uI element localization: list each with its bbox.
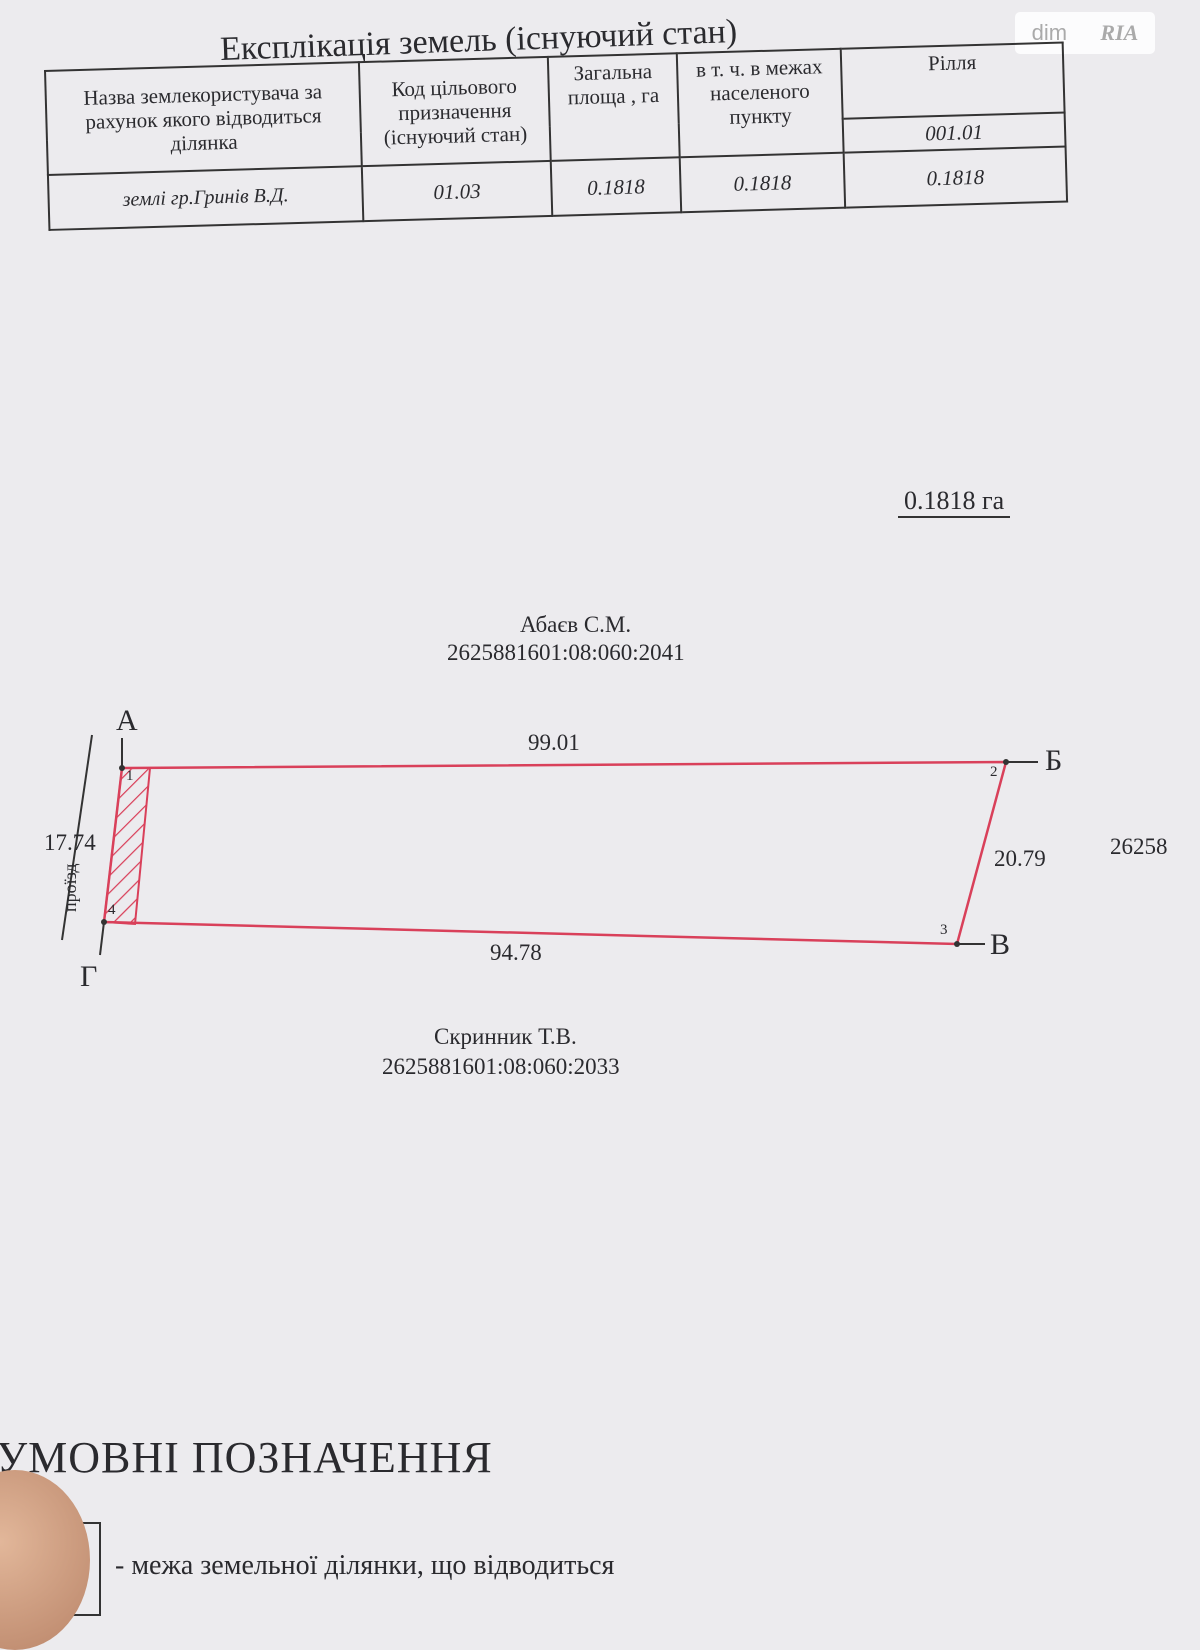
legend-boundary-label: - межа земельної ділянки, що відводиться — [115, 1550, 615, 1581]
point-3: 3 — [940, 922, 948, 938]
passage-label: проїзд — [60, 863, 80, 912]
point-4: 4 — [108, 902, 116, 918]
south-neighbor-cadastral: 2625881601:08:060:2033 — [382, 1054, 620, 1079]
plot-area: 0.1818 га — [898, 486, 1011, 518]
watermark-ria: RIA — [1100, 20, 1139, 45]
corner-b: Б — [1045, 744, 1063, 777]
east-neighbor-cadastral: 26258 — [1110, 834, 1168, 859]
plot-boundary — [102, 760, 1008, 946]
leader-g — [99, 921, 105, 956]
watermark-dim: dim — [1031, 20, 1068, 45]
point-2: 2 — [990, 764, 998, 780]
corner-a: А — [116, 704, 138, 737]
dimension-line-left — [61, 734, 93, 941]
watermark-logo: dim RIA — [1015, 12, 1155, 54]
plot-plan — [61, 734, 1038, 956]
passage-hatch — [102, 767, 152, 926]
point-1: 1 — [126, 768, 134, 784]
legend-title: УМОВНІ ПОЗНАЧЕННЯ — [0, 1433, 493, 1482]
side-right-length: 20.79 — [994, 846, 1046, 871]
side-bottom-length: 94.78 — [490, 940, 542, 965]
south-neighbor-name: Скринник Т.В. — [434, 1024, 577, 1049]
side-left-length: 17.74 — [44, 830, 96, 855]
north-neighbor-cadastral: 2625881601:08:060:2041 — [447, 640, 685, 665]
north-neighbor-name: Абаєв С.М. — [520, 612, 632, 637]
corner-v: В — [990, 928, 1011, 961]
corner-g: Г — [80, 960, 98, 993]
side-top-length: 99.01 — [528, 730, 580, 755]
